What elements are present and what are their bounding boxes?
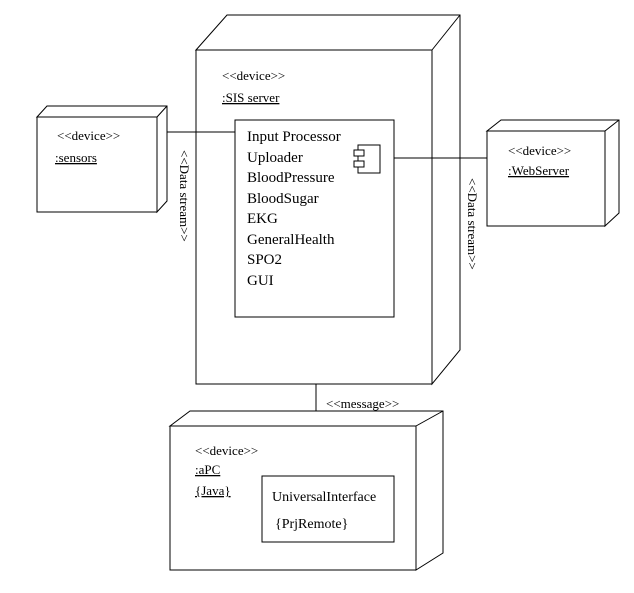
component-item-spo2: SPO2 xyxy=(247,252,282,268)
component-item-gui: GUI xyxy=(247,273,274,289)
sensors-node-face xyxy=(36,116,158,213)
apc-stereotype: <<device>> xyxy=(195,443,258,458)
sis-server-name: :SIS server xyxy=(222,90,280,105)
component-item-bloodpressure: BloodPressure xyxy=(247,170,335,186)
sensors-stereotype: <<device>> xyxy=(57,128,120,143)
component-item-input-processor: Input Processor xyxy=(247,129,341,145)
webserver-stereotype: <<device>> xyxy=(508,143,571,158)
component-item-ekg: EKG xyxy=(247,211,278,227)
component-icon xyxy=(353,144,381,174)
edge-label-server-webserver: <<Data stream>> xyxy=(465,178,480,270)
component-item-generalhealth: GeneralHealth xyxy=(247,232,335,248)
apc-tag: {Java} xyxy=(195,483,231,498)
universal-interface-box xyxy=(261,475,395,543)
sis-server-stereotype: <<device>> xyxy=(222,68,285,83)
edge-label-server-apc: <<message>> xyxy=(326,396,399,411)
webserver-node-face xyxy=(486,130,606,227)
component-item-bloodsugar: BloodSugar xyxy=(247,191,319,207)
sis-server-component: Input Processor Uploader BloodPressure B… xyxy=(234,119,395,318)
universal-interface-name: UniversalInterface xyxy=(272,490,376,505)
apc-name: :aPC xyxy=(195,462,220,477)
sensors-name: :sensors xyxy=(55,150,97,165)
webserver-node: <<device>> :WebServer xyxy=(485,119,620,228)
webserver-name: :WebServer xyxy=(508,163,570,178)
edge-label-sensors-server: <<Data stream>> xyxy=(177,150,192,242)
universal-interface-tag: {PrjRemote} xyxy=(275,517,348,532)
apc-node: <<device>> :aPC {Java} UniversalInterfac… xyxy=(168,410,444,571)
sensors-node: <<device>> :sensors xyxy=(35,105,168,214)
component-item-uploader: Uploader xyxy=(247,150,303,166)
